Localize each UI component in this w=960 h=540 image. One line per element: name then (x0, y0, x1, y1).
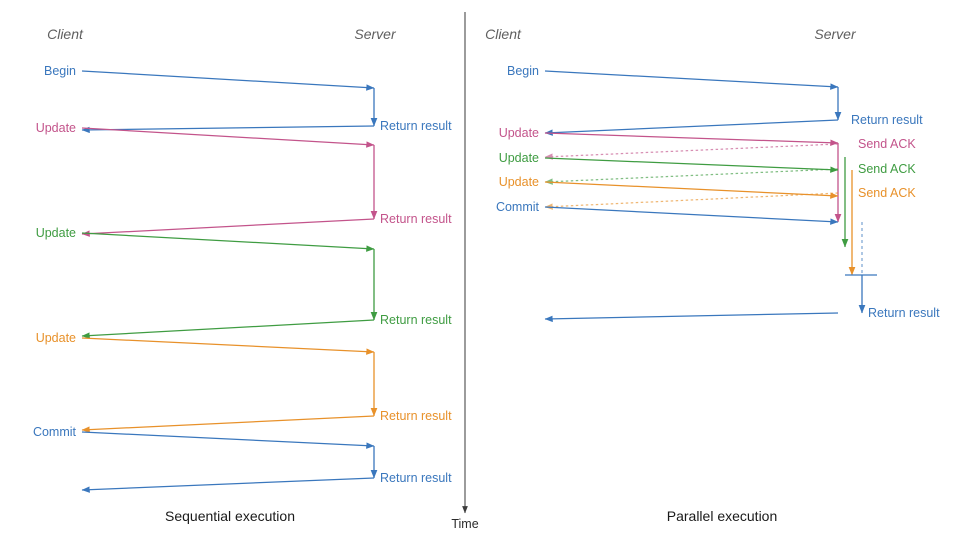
message-label-update: Update (498, 174, 539, 189)
message-arrow-commit (81, 431, 375, 449)
message-label-return-result: Return result (380, 211, 452, 226)
message-label-commit: Commit (495, 199, 539, 214)
message-arrow-return-result (81, 319, 375, 339)
message-label-send-ack: Send ACK (858, 161, 916, 176)
message-label-return-result: Return result (868, 305, 940, 320)
message-label-begin: Begin (507, 63, 539, 78)
message-arrow-return-result (81, 125, 375, 134)
message-arrow-send-ack (544, 192, 839, 210)
message-label-return-result: Return result (380, 408, 452, 423)
message-arrow-commit (544, 206, 839, 225)
message-label-commit: Commit (32, 424, 76, 439)
message-label-return-result: Return result (380, 118, 452, 133)
message-arrow-return-result (81, 477, 375, 493)
message-arrow-update (544, 181, 839, 199)
message-arrow-return-result (544, 119, 839, 136)
caption-sequential-execution: Sequential execution (165, 508, 295, 524)
lane-title-client-sequential: Client (47, 26, 83, 42)
message-label-update: Update (498, 125, 539, 140)
message-arrow-return-result (81, 218, 375, 237)
time-axis-label: Time (451, 517, 479, 531)
message-label-return-result: Return result (380, 470, 452, 485)
message-arrow-update (81, 127, 375, 148)
message-arrow-return-result (544, 312, 839, 323)
message-label-update: Update (35, 330, 76, 345)
message-arrow-update (544, 157, 839, 173)
message-label-send-ack: Send ACK (858, 136, 916, 151)
message-label-begin: Begin (44, 63, 76, 78)
caption-parallel-execution: Parallel execution (666, 508, 778, 524)
message-arrow-update (81, 337, 375, 355)
message-label-return-result: Return result (851, 112, 923, 127)
lane-title-client-parallel: Client (485, 26, 521, 42)
message-arrow-send-ack (544, 168, 839, 185)
lane-title-server-parallel: Server (814, 26, 856, 42)
message-arrow-update (81, 232, 375, 252)
message-arrow-begin (81, 70, 375, 91)
message-label-return-result: Return result (380, 312, 452, 327)
message-label-update: Update (35, 120, 76, 135)
message-label-send-ack: Send ACK (858, 185, 916, 200)
lane-title-server-sequential: Server (354, 26, 396, 42)
message-arrow-begin (544, 70, 839, 90)
message-label-update: Update (498, 150, 539, 165)
message-arrow-update (544, 132, 839, 146)
message-label-update: Update (35, 225, 76, 240)
message-arrow-return-result (81, 415, 375, 433)
message-arrow-send-ack (544, 143, 839, 160)
